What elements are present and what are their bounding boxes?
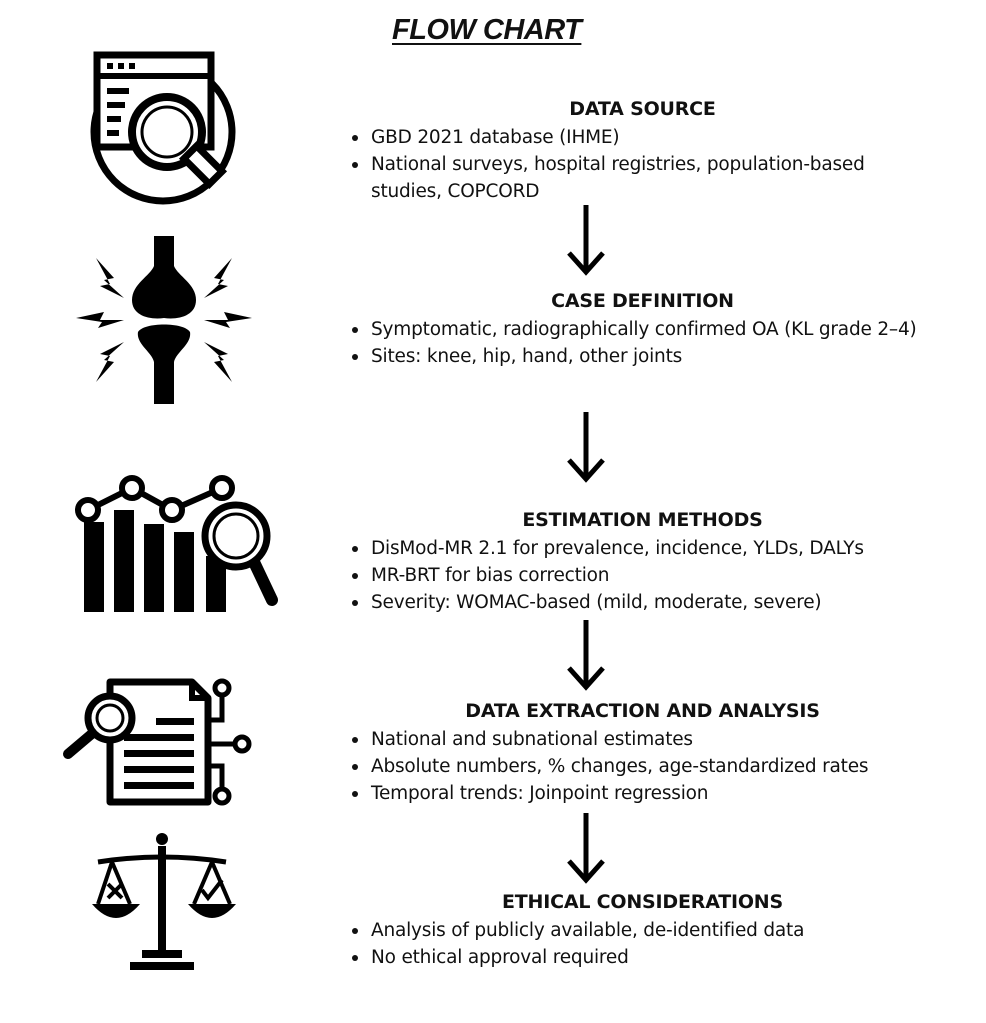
list-item: DisMod-MR 2.1 for prevalence, incidence,… <box>350 535 935 562</box>
section-data-source: DATA SOURCE GBD 2021 database (IHME) Nat… <box>350 98 935 205</box>
section-title: CASE DEFINITION <box>551 290 734 312</box>
joint-pain-icon <box>76 236 252 404</box>
bullet-list: Analysis of publicly available, de-ident… <box>350 917 935 971</box>
justice-scale-icon <box>92 833 236 970</box>
down-arrow <box>567 205 605 276</box>
list-item: National surveys, hospital registries, p… <box>350 151 935 205</box>
search-document-icon <box>90 51 236 205</box>
down-arrow <box>567 412 605 483</box>
list-item: GBD 2021 database (IHME) <box>350 124 935 151</box>
list-item: National and subnational estimates <box>350 726 935 753</box>
section-title: DATA SOURCE <box>569 98 716 120</box>
document-analysis-icon <box>63 678 252 806</box>
page-title: FLOW CHART <box>392 14 582 46</box>
chart-analysis-icon <box>75 475 278 612</box>
section-ethical-considerations: ETHICAL CONSIDERATIONS Analysis of publi… <box>350 891 935 971</box>
bullet-list: National and subnational estimates Absol… <box>350 726 935 807</box>
list-item: Severity: WOMAC-based (mild, moderate, s… <box>350 589 935 616</box>
list-item: Sites: knee, hip, hand, other joints <box>350 343 935 370</box>
list-item: MR-BRT for bias correction <box>350 562 935 589</box>
section-title: ETHICAL CONSIDERATIONS <box>501 891 783 913</box>
section-title: ESTIMATION METHODS <box>522 509 763 531</box>
list-item: Symptomatic, radiographically confirmed … <box>350 316 935 343</box>
section-title: DATA EXTRACTION AND ANALYSIS <box>465 700 820 722</box>
section-estimation-methods: ESTIMATION METHODS DisMod-MR 2.1 for pre… <box>350 509 935 616</box>
section-case-definition: CASE DEFINITION Symptomatic, radiographi… <box>350 290 935 370</box>
section-data-extraction: DATA EXTRACTION AND ANALYSIS National an… <box>350 700 935 807</box>
list-item: Analysis of publicly available, de-ident… <box>350 917 935 944</box>
list-item: Temporal trends: Joinpoint regression <box>350 780 935 807</box>
bullet-list: GBD 2021 database (IHME) National survey… <box>350 124 935 205</box>
bullet-list: Symptomatic, radiographically confirmed … <box>350 316 935 370</box>
list-item: No ethical approval required <box>350 944 935 971</box>
bullet-list: DisMod-MR 2.1 for prevalence, incidence,… <box>350 535 935 616</box>
down-arrow <box>567 620 605 691</box>
list-item: Absolute numbers, % changes, age-standar… <box>350 753 935 780</box>
down-arrow <box>567 813 605 884</box>
